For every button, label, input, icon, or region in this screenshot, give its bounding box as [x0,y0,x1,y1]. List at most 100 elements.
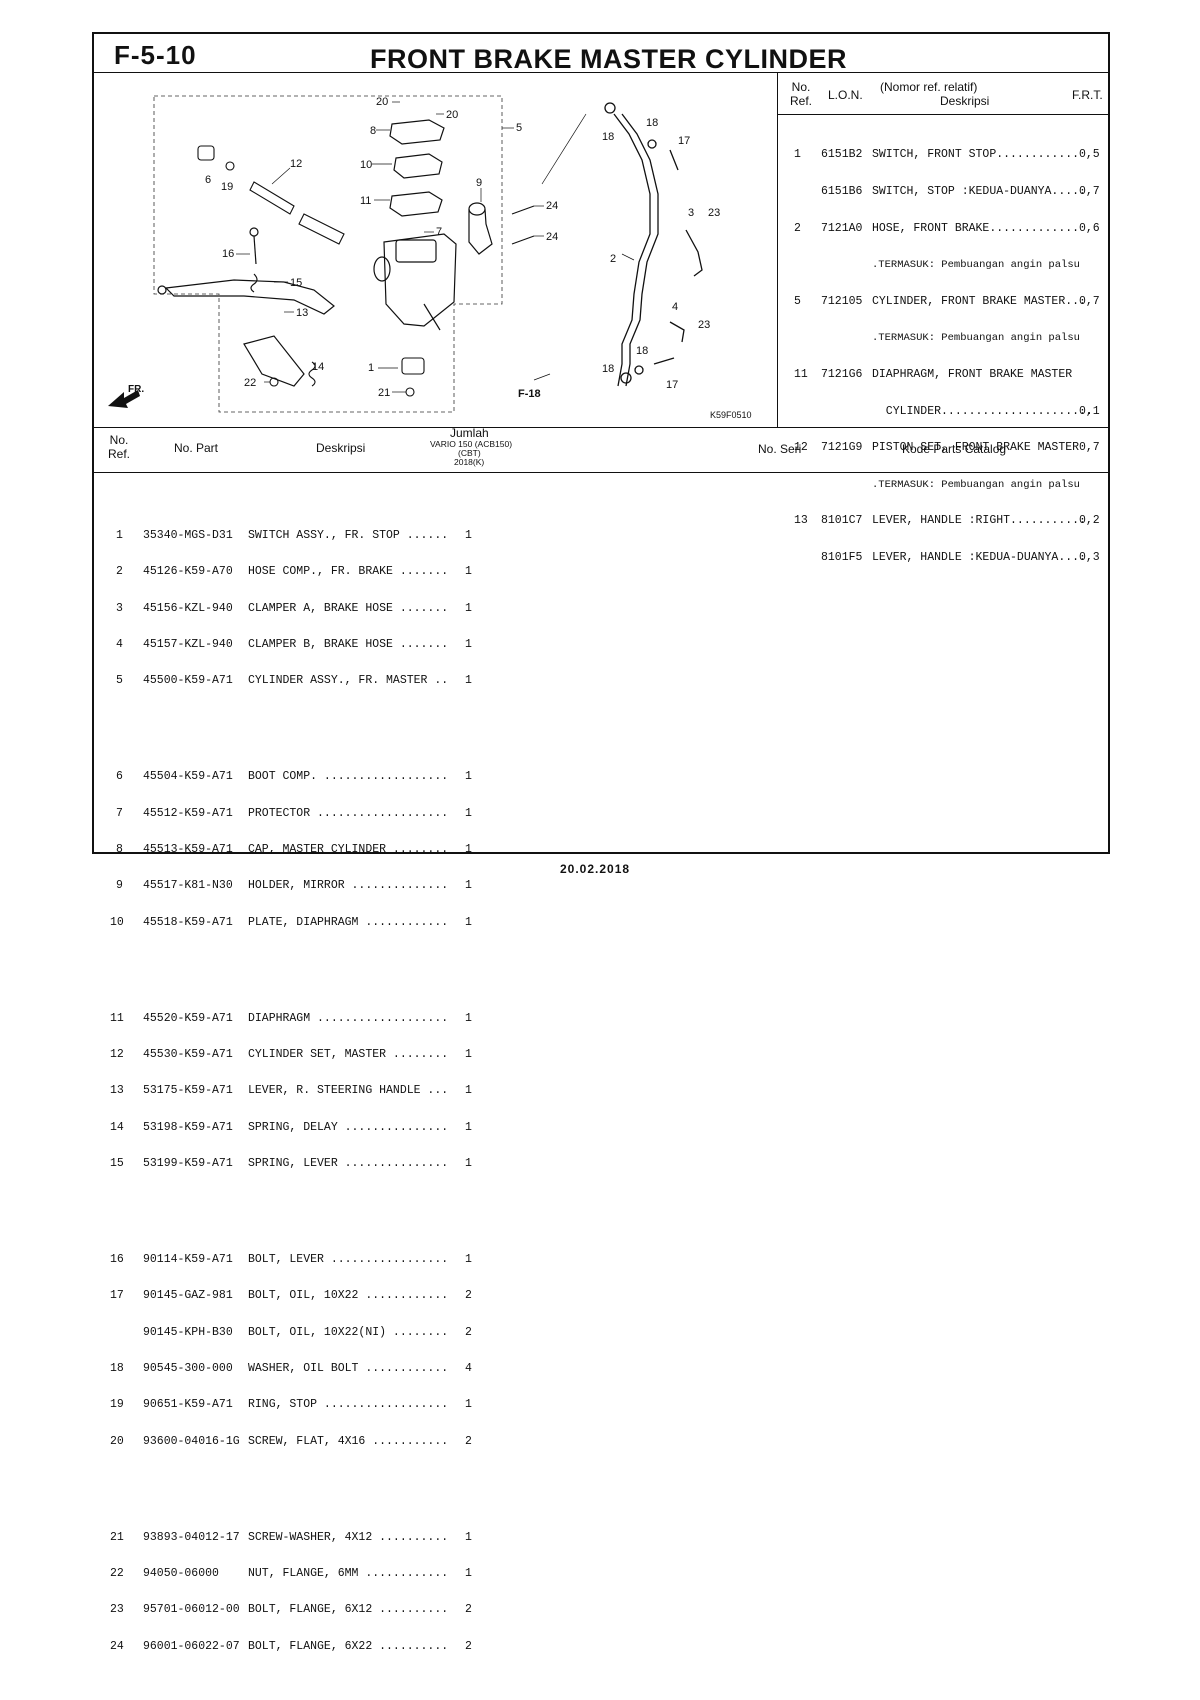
part-number: 93600-04016-1G [143,1434,240,1448]
part-desc: BOLT, FLANGE, 6X12 .......... [248,1603,449,1617]
part-desc: SWITCH ASSY., FR. STOP ...... [248,528,449,542]
part-desc: LEVER, R. STEERING HANDLE ... [248,1084,449,1098]
part-number: 90114-K59-A71 [143,1252,233,1266]
part-number: 90145-GAZ-981 [143,1289,233,1303]
part-desc: PLATE, DIAPHRAGM ............ [248,915,449,929]
part-number: 94050-06000 [143,1567,219,1580]
callout: 2 [610,253,616,265]
part-desc: DIAPHRAGM ................... [248,1011,449,1025]
part-number: 45504-K59-A71 [143,770,233,784]
part-number: 96001-06022-07 [143,1639,240,1653]
parts-header-desc: Deskripsi [316,441,366,455]
part-ref: 4 [116,638,123,652]
part-ref: 10 [110,915,124,929]
piston-set [197,145,345,245]
part-ref: 23 [110,1603,124,1617]
part-ref: 11 [110,1011,124,1025]
lon-code: 7121G9 [821,441,863,455]
part-ref: 12 [110,1047,124,1061]
lon-code: 712105 [821,294,863,308]
title-divider [92,72,1110,73]
callout: 21 [378,387,390,399]
lon-header-frt: F.R.T. [1072,88,1103,102]
lon-header-no-ref: No. Ref. [790,80,813,108]
callout: 20 [376,96,388,108]
part-number: 53175-K59-A71 [143,1084,233,1098]
part-qty: 1 [465,879,472,893]
part-number: 45156-KZL-940 [143,601,233,615]
part-qty: 4 [465,1362,472,1376]
part-number: 90545-300-000 [143,1362,233,1376]
fr-label: FR. [128,384,144,395]
callout: 1 [368,362,374,374]
lon-ref: 2 [794,221,801,235]
master-cylinder-body [373,233,457,331]
parts-header-no-ref: No. Ref. [108,433,131,461]
callout: 17 [678,135,690,147]
lon-code: 8101C7 [821,514,863,528]
brake-hose [604,102,703,387]
part-ref: 7 [116,806,123,820]
part-number: 45520-K59-A71 [143,1011,233,1025]
lon-desc: .TERMASUK: Pembuangan angin palsu [872,332,1080,345]
callout: 22 [244,377,256,389]
page-frame [92,32,1110,854]
lon-row: CYLINDER......................0,1 [790,405,1106,418]
callout: 23 [698,319,710,331]
callout: 18 [602,131,614,143]
callout: 5 [516,122,522,134]
diagram-bottom-divider [92,427,1110,428]
part-ref: 3 [116,601,123,615]
part-ref: 19 [110,1398,124,1412]
f18-reference: F-18 [518,388,541,400]
diagram-divider [777,72,778,427]
part-desc: BOLT, LEVER ................. [248,1252,449,1266]
lon-header-desc-top: (Nomor ref. relatif) [880,80,978,94]
part-qty: 1 [465,1252,472,1266]
part-desc: RING, STOP .................. [248,1398,449,1412]
part-number: 53199-K59-A71 [143,1157,233,1171]
part-ref: 13 [110,1084,124,1098]
part-qty: 1 [465,806,472,820]
small-parts [269,205,535,397]
part-ref: 6 [116,770,123,784]
callout: 18 [636,345,648,357]
part-qty: 1 [465,842,472,856]
part-qty: 1 [465,1398,472,1412]
part-qty: 1 [465,528,472,542]
lon-frt: 0,7 [1079,185,1100,198]
part-ref: 14 [110,1120,124,1134]
part-ref: 22 [110,1567,124,1580]
lon-desc: .TERMASUK: Pembuangan angin palsu [872,478,1080,491]
part-desc: CAP, MASTER CYLINDER ........ [248,842,449,856]
lon-frt: 0,5 [1079,148,1100,162]
part-desc: HOLDER, MIRROR .............. [248,879,449,893]
page-title: FRONT BRAKE MASTER CYLINDER [370,44,847,74]
part-qty: 1 [465,565,472,579]
callout: 6 [205,174,211,186]
lon-frt: 0,7 [1079,441,1100,455]
part-desc: BOLT, OIL, 10X22(NI) ........ [248,1325,449,1339]
callout: 23 [708,207,720,219]
lon-ref: 1 [794,148,801,162]
callout: 8 [370,125,376,137]
lon-frt: 0,6 [1079,221,1100,235]
part-desc: CLAMPER A, BRAKE HOSE ....... [248,601,449,615]
part-number: 45518-K59-A71 [143,915,233,929]
